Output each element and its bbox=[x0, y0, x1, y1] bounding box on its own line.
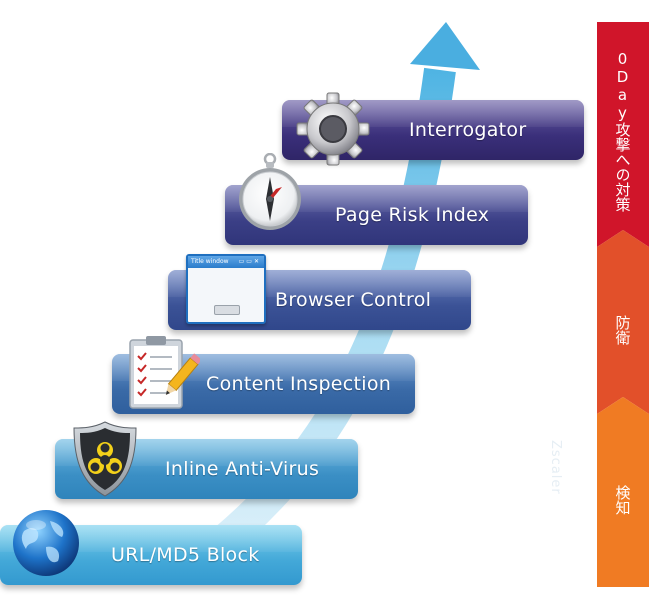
step-label: Interrogator bbox=[409, 119, 527, 141]
banner-label-defense: 防衛 bbox=[613, 315, 632, 345]
window-icon: Title window ▭▭✕ bbox=[186, 254, 266, 324]
globe-icon bbox=[13, 510, 79, 576]
clipboard-pencil-icon bbox=[129, 336, 200, 409]
window-title: Title window bbox=[191, 258, 229, 265]
banner-label-zero-day: 0Day攻撃への対策 bbox=[613, 50, 632, 212]
compass-icon bbox=[239, 153, 301, 230]
progression-banner bbox=[597, 22, 649, 587]
window-controls-icon: ▭▭✕ bbox=[238, 258, 261, 265]
step-label: Content Inspection bbox=[206, 373, 392, 395]
watermark-text: Zscaler bbox=[548, 440, 563, 495]
window-button-icon bbox=[214, 305, 240, 315]
banner-label-detection: 検知 bbox=[613, 485, 632, 515]
step-label: URL/MD5 Block bbox=[111, 544, 260, 566]
biohazard-shield-icon bbox=[73, 421, 137, 497]
step-label: Page Risk Index bbox=[335, 204, 490, 226]
step-label: Inline Anti-Virus bbox=[165, 458, 320, 480]
step-label: Browser Control bbox=[275, 289, 432, 311]
gear-icon bbox=[296, 92, 370, 166]
